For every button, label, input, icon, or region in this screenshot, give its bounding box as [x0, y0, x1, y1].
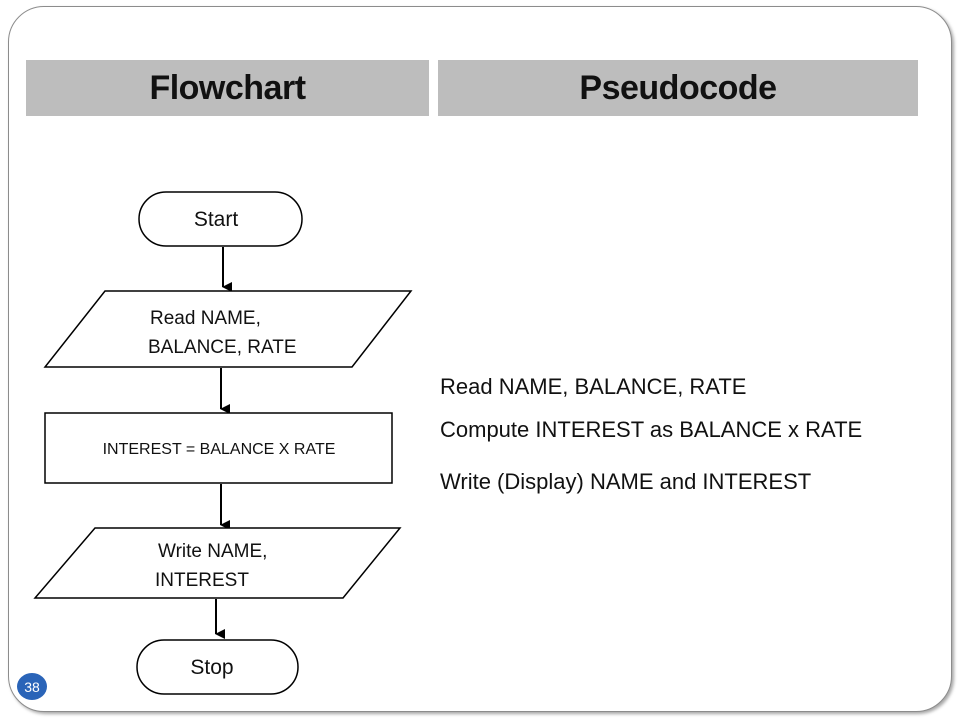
stop-label: Stop — [190, 656, 233, 679]
page-number-badge: 38 — [17, 673, 47, 700]
compute-label: INTEREST = BALANCE X RATE — [103, 441, 336, 458]
read-label-line-2: BALANCE, RATE — [148, 337, 297, 358]
write-output-shape — [33, 527, 402, 599]
write-label-line-2: INTEREST — [155, 570, 249, 591]
read-label-line-1: Read NAME, — [150, 308, 261, 329]
pseudocode-line-write: Write (Display) NAME and INTEREST — [440, 469, 812, 494]
write-label-line-1: Write NAME, — [158, 541, 267, 562]
compute-process-box — [44, 412, 393, 484]
start-terminator — [138, 191, 303, 247]
start-label: Start — [194, 208, 239, 231]
flowchart-header: Flowchart — [26, 60, 429, 116]
pseudocode-header: Pseudocode — [438, 60, 918, 116]
read-input-shape — [43, 290, 413, 368]
pseudocode-line-read: Read NAME, BALANCE, RATE — [440, 374, 747, 399]
pseudocode-line-compute: Compute INTEREST as BALANCE x RATE — [440, 417, 863, 442]
stop-terminator — [136, 639, 299, 695]
